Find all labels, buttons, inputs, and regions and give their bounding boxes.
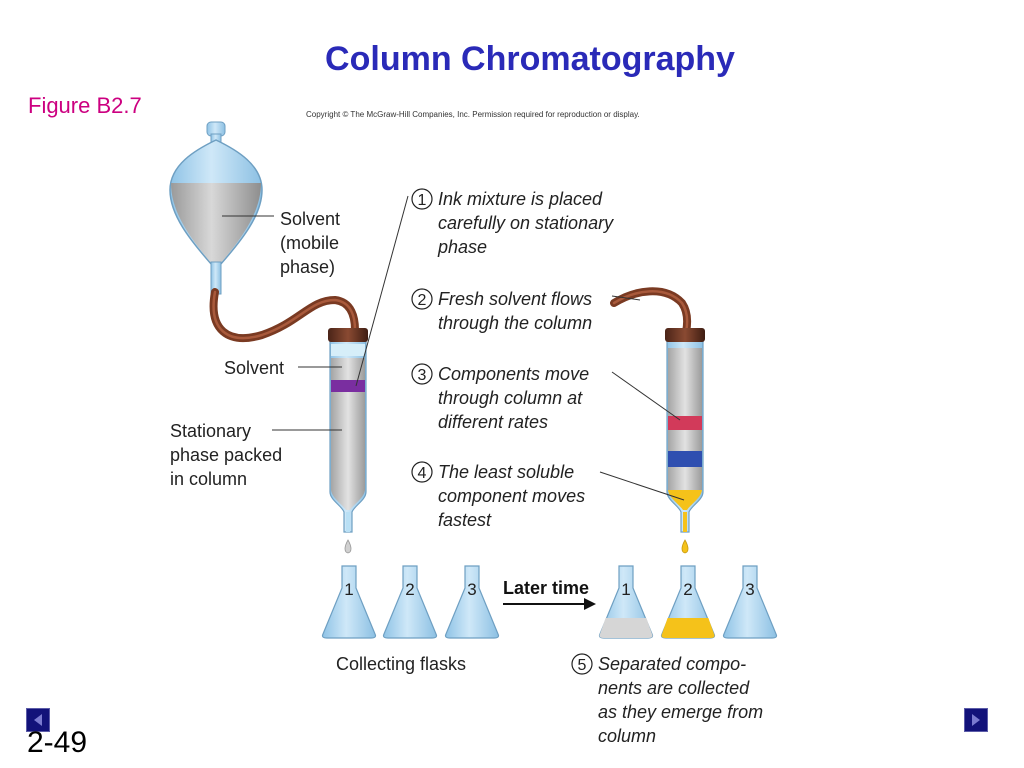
separatory-funnel: [169, 121, 263, 295]
copyright-text: Copyright © The McGraw-Hill Companies, I…: [306, 110, 640, 119]
step-text-line: as they emerge from: [598, 702, 763, 722]
previous-slide-button[interactable]: [26, 708, 50, 732]
flask: 2: [382, 565, 438, 639]
step-text-line: Separated compo-: [598, 654, 746, 674]
step-text-line: column: [598, 726, 656, 746]
solvent-mobile-label-1: Solvent: [280, 209, 340, 229]
step-number: 2: [418, 292, 427, 309]
step-number: 4: [418, 465, 427, 482]
leader-lines: [222, 195, 685, 501]
flask-glass: [382, 565, 438, 639]
step-text-line: nents are collected: [598, 678, 750, 698]
flask-number: 1: [621, 580, 630, 599]
step-text-line: through the column: [438, 313, 592, 333]
right-column: [665, 328, 705, 554]
step-5: 5 Separated compo-nents are collected as t…: [571, 653, 763, 746]
previous-slide-icon: [34, 714, 42, 726]
step-number: 5: [578, 657, 587, 674]
drip: [344, 539, 352, 554]
flask-liquid: [599, 618, 653, 638]
next-slide-icon: [972, 714, 980, 726]
flask-glass: [321, 565, 377, 639]
step-text-line: fastest: [438, 510, 492, 530]
step-number-circle: [411, 188, 433, 210]
flask: 1: [598, 565, 654, 639]
flask-liquid: [661, 618, 715, 638]
solvent-mobile-label-2: (mobile: [280, 233, 339, 253]
flask: 3: [444, 565, 500, 639]
flask-number: 2: [683, 580, 692, 599]
step-text-line: through column at: [438, 388, 583, 408]
step-text-line: carefully on stationary: [438, 213, 614, 233]
collecting-flasks-label: Collecting flasks: [336, 654, 466, 674]
step-text-line: Fresh solvent flows: [438, 289, 592, 309]
step-3: 3 Components move through column at differe…: [411, 363, 589, 432]
later-time-label: Later time: [503, 578, 589, 598]
column-cap: [665, 328, 705, 342]
step-number-circle: [411, 288, 433, 310]
figure-label: Figure B2.7: [28, 93, 142, 118]
flask-number: 2: [405, 580, 414, 599]
stationary-label-1: Stationary: [170, 421, 251, 441]
step-number: 1: [418, 192, 427, 209]
slide-number: 2-49: [27, 726, 88, 759]
solvent-label: Solvent: [224, 358, 284, 378]
blue-band: [668, 451, 702, 467]
step-text-line: Components move: [438, 364, 589, 384]
left-column: [328, 328, 368, 554]
slide-title: Column Chromatography: [325, 40, 735, 78]
flask-number: 1: [344, 580, 353, 599]
step-text-line: component moves: [438, 486, 585, 506]
flask: 2: [660, 565, 716, 639]
steps: 1 Ink mixture is placed carefully on stati…: [411, 188, 763, 746]
red-band: [668, 416, 702, 430]
ink-band: [331, 380, 365, 392]
step-number-circle: [411, 363, 433, 385]
flask-glass: [722, 565, 778, 639]
solvent-mobile-label-3: phase): [280, 257, 335, 277]
step-number: 3: [418, 367, 427, 384]
step-4: 4 The least soluble component moves fastest: [411, 461, 585, 530]
yellow-drip: [681, 539, 689, 554]
collecting-flasks: 1 2 3 1 2 3: [321, 565, 778, 639]
flask-number: 3: [467, 580, 476, 599]
step-number-circle: [571, 653, 593, 675]
step-1: 1 Ink mixture is placed carefully on stati…: [411, 188, 614, 257]
step-number-circle: [411, 461, 433, 483]
flask-glass: [444, 565, 500, 639]
stationary-label-2: phase packed: [170, 445, 282, 465]
funnel-solvent: [171, 183, 261, 264]
step-text-line: different rates: [438, 412, 548, 432]
step-2: 2 Fresh solvent flows through the column: [411, 288, 592, 333]
flask: 1: [321, 565, 377, 639]
next-slide-button[interactable]: [964, 708, 988, 732]
flask: 3: [722, 565, 778, 639]
later-time-arrow: [503, 598, 596, 610]
column-cap: [328, 328, 368, 342]
step-text-line: Ink mixture is placed: [438, 189, 603, 209]
stationary-label-3: in column: [170, 469, 247, 489]
step-text-line: phase: [437, 237, 487, 257]
step-text-line: The least soluble: [438, 462, 574, 482]
flask-number: 3: [745, 580, 754, 599]
